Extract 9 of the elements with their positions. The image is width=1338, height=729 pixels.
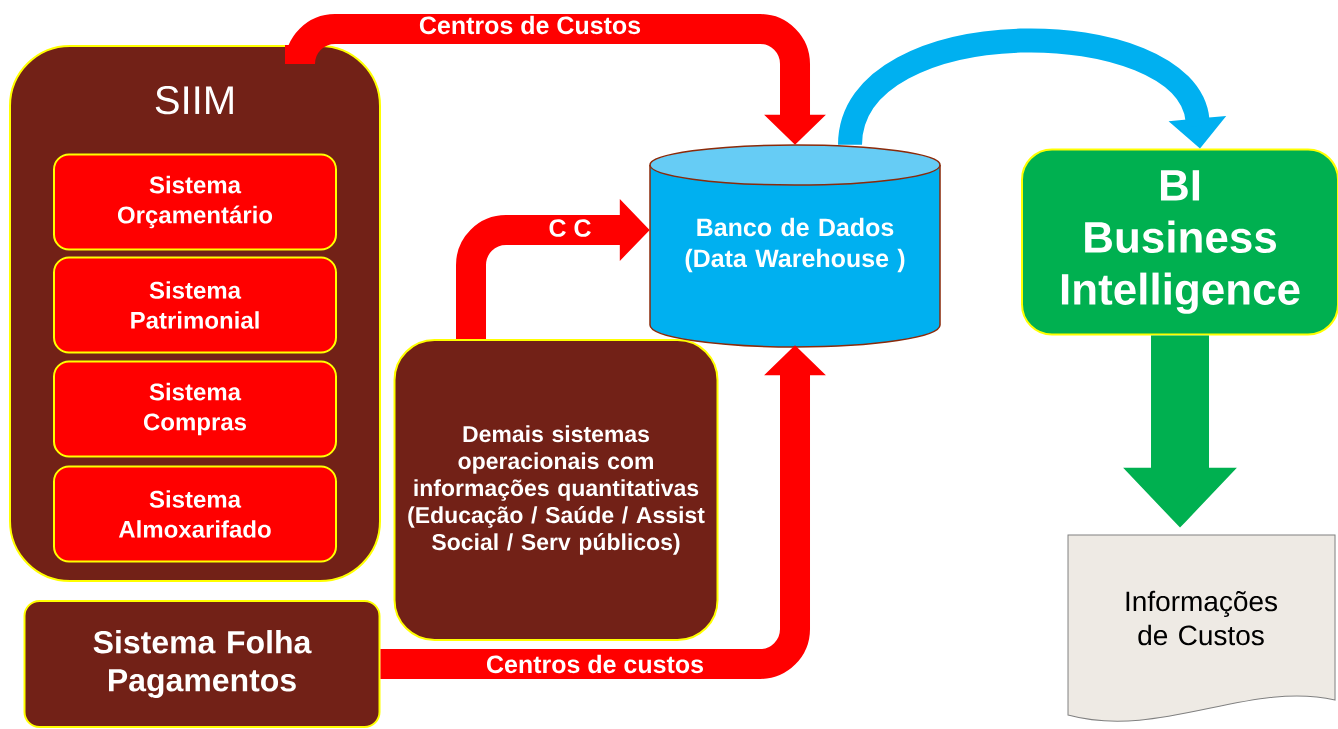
- process-box: BI Business Intelligence: [1021, 148, 1338, 336]
- system-box: Sistema Almoxarifado: [53, 465, 337, 563]
- system-box: Demais sistemas operacionais com informações quantitativas (Educação / Saúde / Assist Social / Serv públicos): [393, 339, 719, 641]
- system-box: Sistema Compras: [53, 360, 337, 458]
- system-box: Sistema Patrimonial: [53, 256, 337, 354]
- edge-label: C C: [547, 218, 593, 238]
- system-box: Sistema Folha Pagamentos: [23, 600, 381, 728]
- database-cylinder: Banco de Dados (Data Warehouse ): [649, 144, 941, 348]
- system-box: Sistema Orçamentário: [53, 153, 337, 251]
